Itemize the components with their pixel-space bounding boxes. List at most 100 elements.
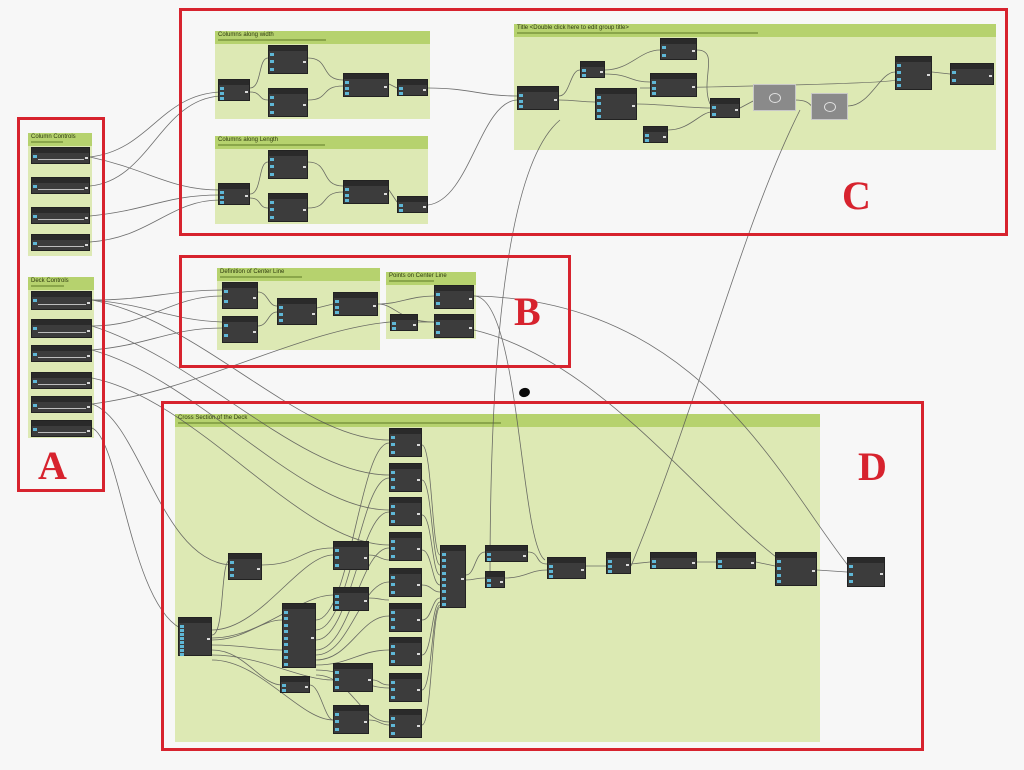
input-port[interactable]: [897, 71, 901, 74]
graph-node[interactable]: [389, 709, 422, 738]
output-port[interactable]: [417, 444, 420, 446]
input-port[interactable]: [436, 293, 440, 296]
output-port[interactable]: [632, 105, 635, 107]
input-port[interactable]: [777, 560, 781, 563]
input-port[interactable]: [608, 565, 612, 568]
slider-input-node[interactable]: [31, 319, 92, 338]
graph-node[interactable]: [434, 285, 474, 309]
graph-node[interactable]: [268, 88, 308, 117]
output-port[interactable]: [469, 298, 472, 300]
graph-node[interactable]: [178, 617, 212, 656]
input-port[interactable]: [391, 436, 395, 439]
graph-node[interactable]: [434, 314, 474, 338]
output-port[interactable]: [423, 89, 426, 91]
input-port[interactable]: [849, 573, 853, 576]
graph-node[interactable]: [389, 428, 422, 457]
input-port[interactable]: [442, 553, 446, 556]
slider-track[interactable]: [38, 219, 84, 220]
graph-node[interactable]: [710, 98, 740, 118]
input-port[interactable]: [224, 324, 228, 327]
graph-node[interactable]: [268, 150, 308, 179]
graph-node[interactable]: [389, 673, 422, 702]
output-port[interactable]: [85, 244, 88, 246]
output-port[interactable]: [417, 584, 420, 586]
output-port[interactable]: [523, 555, 526, 557]
output-port[interactable]: [735, 109, 738, 111]
output-port[interactable]: [257, 568, 260, 570]
input-port[interactable]: [284, 630, 288, 633]
input-port[interactable]: [270, 111, 274, 114]
output-port[interactable]: [751, 562, 754, 564]
graph-node[interactable]: [660, 38, 697, 60]
slider-input-node[interactable]: [31, 396, 92, 413]
output-port[interactable]: [85, 217, 88, 219]
input-port[interactable]: [391, 478, 395, 481]
input-port[interactable]: [392, 322, 396, 325]
input-port[interactable]: [335, 549, 339, 552]
input-port[interactable]: [335, 728, 339, 731]
input-port[interactable]: [391, 681, 395, 684]
input-port[interactable]: [279, 319, 283, 322]
input-port[interactable]: [897, 84, 901, 87]
output-port[interactable]: [812, 570, 815, 572]
input-port[interactable]: [230, 568, 234, 571]
graph-node[interactable]: [397, 196, 428, 213]
input-port[interactable]: [282, 689, 286, 692]
input-port[interactable]: [230, 561, 234, 564]
input-port[interactable]: [180, 645, 184, 648]
input-port[interactable]: [608, 570, 612, 573]
graph-node[interactable]: [606, 552, 631, 574]
input-port[interactable]: [284, 637, 288, 640]
output-port[interactable]: [364, 557, 367, 559]
output-port[interactable]: [417, 689, 420, 691]
output-port[interactable]: [384, 86, 387, 88]
input-port[interactable]: [335, 671, 339, 674]
input-port[interactable]: [220, 196, 224, 199]
input-port[interactable]: [777, 567, 781, 570]
slider-input-node[interactable]: [31, 207, 90, 224]
input-port[interactable]: [220, 191, 224, 194]
input-port[interactable]: [652, 87, 656, 90]
input-port[interactable]: [582, 74, 586, 77]
input-port[interactable]: [279, 313, 283, 316]
output-port[interactable]: [303, 61, 306, 63]
graph-node[interactable]: [343, 73, 389, 97]
input-port[interactable]: [662, 46, 666, 49]
output-port[interactable]: [87, 302, 90, 304]
input-port[interactable]: [391, 696, 395, 699]
graph-node[interactable]: [389, 532, 422, 561]
input-port[interactable]: [952, 71, 956, 74]
graph-node[interactable]: [282, 603, 316, 668]
slider-input-node[interactable]: [31, 372, 92, 389]
input-port[interactable]: [335, 300, 339, 303]
graph-node[interactable]: [895, 56, 932, 90]
input-port[interactable]: [549, 565, 553, 568]
input-port[interactable]: [33, 428, 37, 431]
slider-track[interactable]: [38, 332, 86, 333]
input-port[interactable]: [608, 560, 612, 563]
input-port[interactable]: [220, 87, 224, 90]
watch-3d-node[interactable]: [753, 84, 796, 111]
output-port[interactable]: [87, 355, 90, 357]
input-port[interactable]: [335, 595, 339, 598]
input-port[interactable]: [391, 576, 395, 579]
input-port[interactable]: [652, 565, 656, 568]
input-port[interactable]: [712, 113, 716, 116]
input-port[interactable]: [335, 556, 339, 559]
input-port[interactable]: [270, 158, 274, 161]
input-port[interactable]: [284, 650, 288, 653]
input-port[interactable]: [279, 306, 283, 309]
output-port[interactable]: [303, 166, 306, 168]
slider-track[interactable]: [38, 159, 84, 160]
graph-node[interactable]: [389, 603, 422, 632]
input-port[interactable]: [662, 54, 666, 57]
input-port[interactable]: [391, 732, 395, 735]
output-port[interactable]: [417, 479, 420, 481]
input-port[interactable]: [270, 60, 274, 63]
graph-node[interactable]: [847, 557, 885, 587]
graph-node[interactable]: [440, 545, 466, 608]
input-port[interactable]: [391, 451, 395, 454]
input-port[interactable]: [391, 717, 395, 720]
slider-input-node[interactable]: [31, 345, 92, 362]
